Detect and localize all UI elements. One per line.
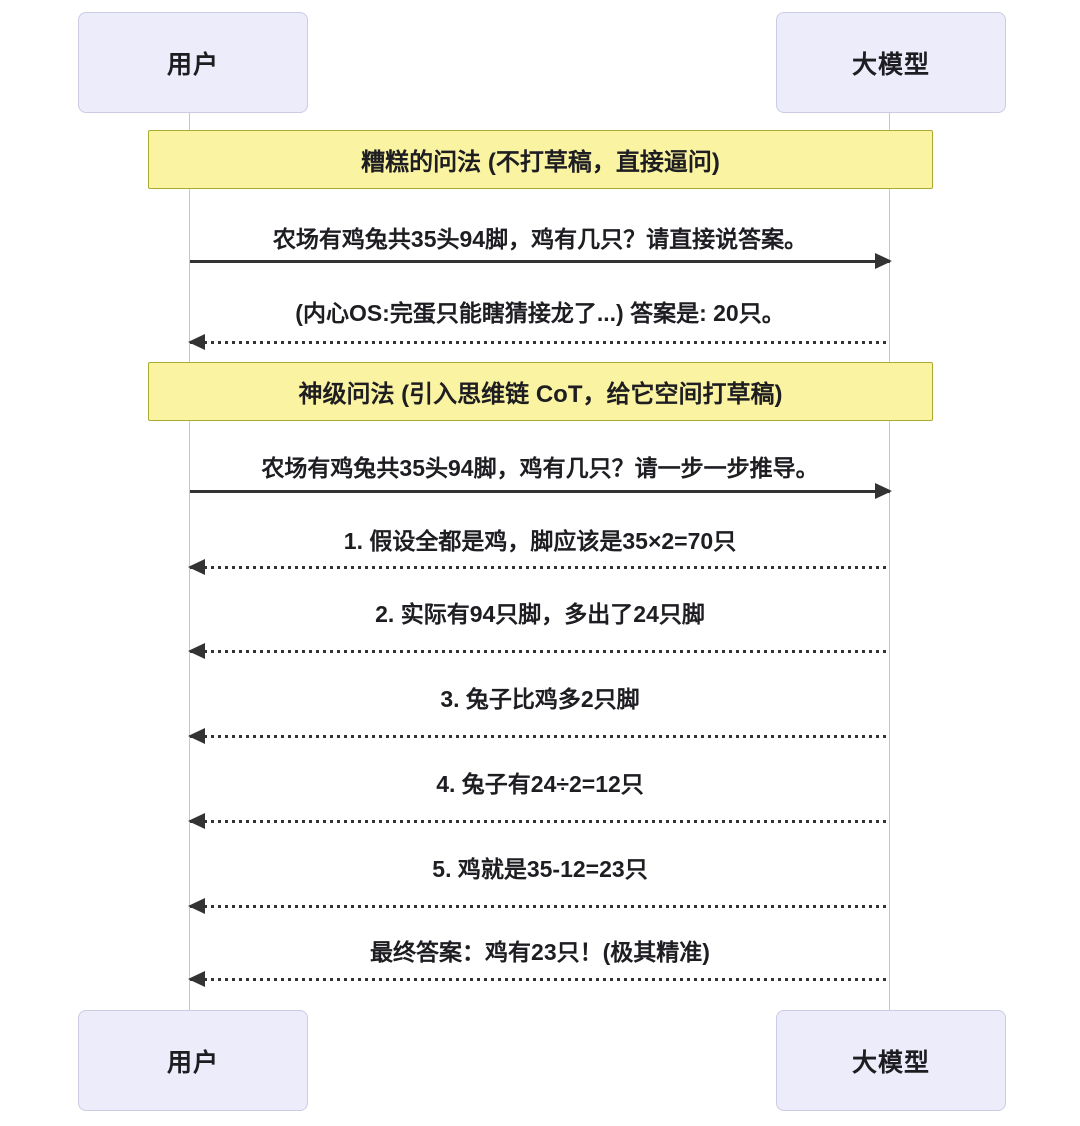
arrow-line — [190, 650, 890, 653]
arrowhead-icon — [188, 559, 205, 575]
message-text: 农场有鸡兔共35头94脚，鸡有几只？请直接说答案。 — [272, 226, 808, 252]
actor-user-top: 用户 — [78, 12, 308, 113]
arrowhead-icon — [188, 334, 205, 350]
arrow-line — [190, 260, 890, 263]
actor-model-top: 大模型 — [776, 12, 1006, 113]
message-text: 最终答案：鸡有23只！(极其精准) — [370, 939, 710, 965]
actor-model-bottom: 大模型 — [776, 1010, 1006, 1111]
message-text: 3. 兔子比鸡多2只脚 — [440, 686, 640, 712]
arrowhead-icon — [188, 898, 205, 914]
arrow-line — [190, 735, 890, 738]
message-text: 农场有鸡兔共35头94脚，鸡有几只？请一步一步推导。 — [261, 455, 819, 481]
arrow-line — [190, 905, 890, 908]
arrow-line — [190, 490, 890, 493]
message-text: 4. 兔子有24÷2=12只 — [436, 771, 644, 797]
message-text: 1. 假设全都是鸡，脚应该是35×2=70只 — [343, 528, 737, 554]
actor-user-bottom: 用户 — [78, 1010, 308, 1111]
arrow-line — [190, 341, 890, 344]
arrowhead-icon — [875, 483, 892, 499]
arrowhead-icon — [875, 253, 892, 269]
section-banner-cot-prompt: 神级问法 (引入思维链 CoT，给它空间打草稿) — [148, 362, 933, 421]
arrowhead-icon — [188, 813, 205, 829]
lifeline-model — [889, 110, 890, 1012]
arrow-line — [190, 566, 890, 569]
arrowhead-icon — [188, 643, 205, 659]
message-text: 5. 鸡就是35-12=23只 — [432, 856, 648, 882]
arrow-line — [190, 978, 890, 981]
arrowhead-icon — [188, 728, 205, 744]
message-text: (内心OS:完蛋只能瞎猜接龙了...) 答案是: 20只。 — [295, 300, 785, 326]
arrowhead-icon — [188, 971, 205, 987]
section-banner-bad-prompt: 糟糕的问法 (不打草稿，直接逼问) — [148, 130, 933, 189]
message-text: 2. 实际有94只脚，多出了24只脚 — [375, 601, 705, 627]
arrow-line — [190, 820, 890, 823]
